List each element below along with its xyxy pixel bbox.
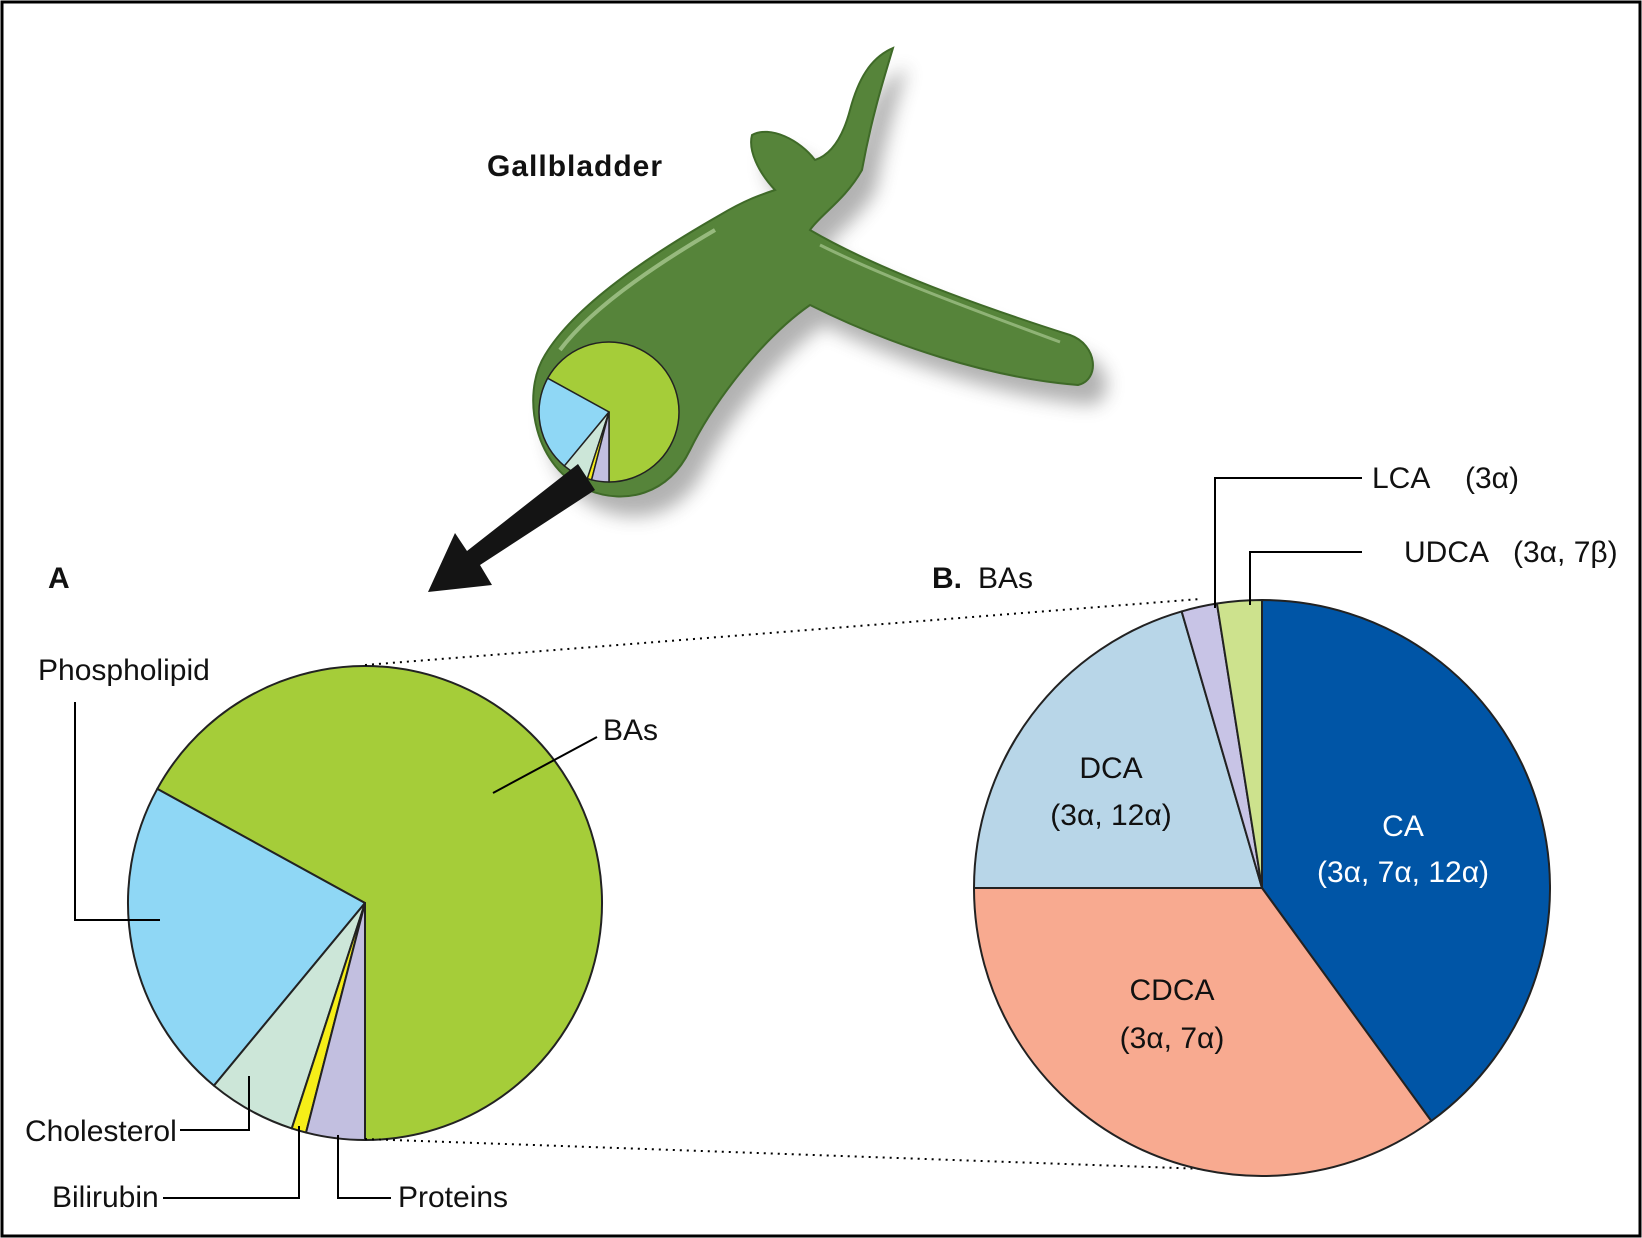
gallbladder-highlight-duct	[819, 243, 1061, 344]
leader-bas	[492, 736, 598, 794]
label-bas: BAs	[603, 714, 658, 747]
label-proteins: Proteins	[398, 1181, 508, 1214]
label-cdca: CDCA	[1129, 974, 1214, 1007]
label-bilirubin: Bilirubin	[52, 1181, 159, 1214]
label-ca: CA	[1382, 810, 1424, 843]
panel-b: B. BAs CA (3α, 7α, 12α) CDCA (3α, 7α) DC…	[932, 462, 1618, 1177]
leader-lca	[1214, 477, 1362, 608]
label-lca: LCA	[1372, 462, 1430, 495]
label-dca-hydroxyls: (3α, 12α)	[1050, 799, 1171, 832]
pie-a-slice-bas	[156, 665, 603, 1141]
leader-proteins	[337, 1135, 391, 1199]
pie-a	[127, 665, 603, 1141]
zoom-connector-bottom	[364, 1138, 1263, 1172]
label-udca: UDCA	[1404, 536, 1489, 569]
pie-b	[973, 599, 1551, 1177]
label-lca-hydroxyls: (3α)	[1465, 462, 1519, 495]
pie-a-slice-proteins	[305, 902, 366, 1141]
panel-a: A BAs Phospholipid Cholesterol Bilirubin…	[25, 562, 658, 1214]
pie-b-slice-ca	[1261, 599, 1551, 1122]
mini-pie-slice-proteins	[590, 411, 610, 483]
leader-bilirubin	[163, 1126, 300, 1199]
gallbladder-highlight	[558, 228, 717, 352]
label-cholesterol: Cholesterol	[25, 1115, 177, 1148]
arrow-to-panel-a	[428, 464, 595, 592]
mini-pie-slice-phospholipid	[538, 377, 610, 467]
label-udca-hydroxyls: (3α, 7β)	[1513, 536, 1618, 569]
panel-a-label: A	[48, 562, 70, 595]
gallbladder-illustration: Gallbladder	[428, 46, 1107, 592]
panel-b-label: B.	[932, 562, 962, 595]
pie-b-slice-udca	[1215, 599, 1263, 889]
panel-b-title: BAs	[978, 562, 1033, 595]
pie-b-slice-cdca	[973, 887, 1433, 1177]
label-phospholipid: Phospholipid	[38, 654, 210, 687]
leader-cholesterol	[180, 1076, 250, 1131]
pie-a-slice-phospholipid	[127, 787, 366, 1087]
label-ca-hydroxyls: (3α, 7α, 12α)	[1317, 856, 1489, 889]
pie-b-slice-dca	[973, 610, 1263, 889]
label-dca: DCA	[1079, 752, 1142, 785]
leader-udca	[1249, 551, 1362, 605]
mini-pie-slice-bas	[546, 341, 680, 483]
label-cdca-hydroxyls: (3α, 7α)	[1120, 1022, 1225, 1055]
leader-phospholipid	[74, 702, 160, 921]
gallbladder-mini-pie	[538, 341, 680, 483]
gallbladder-title: Gallbladder	[487, 150, 663, 183]
